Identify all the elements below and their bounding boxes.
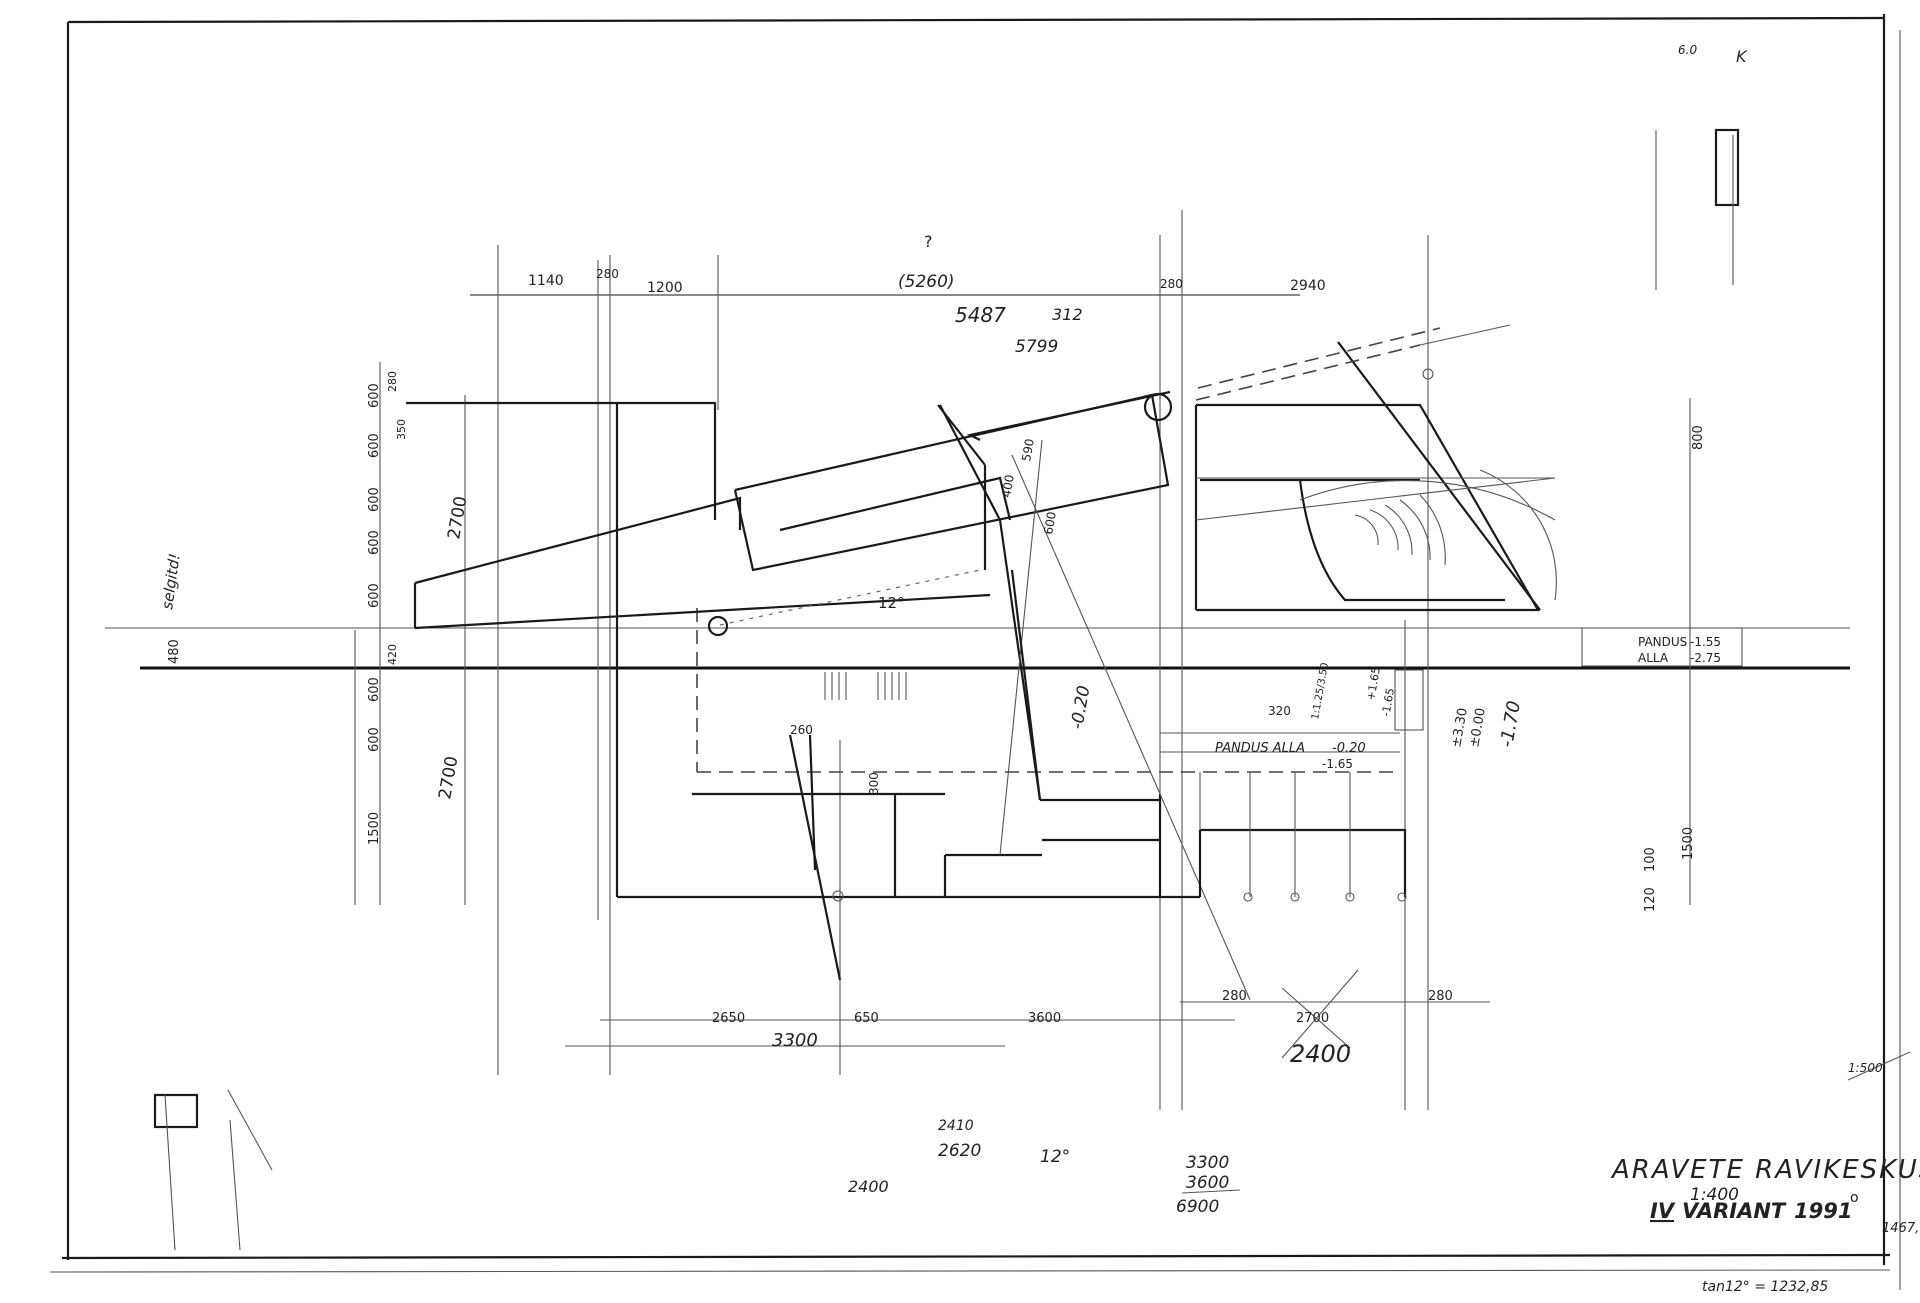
sheet-frame (49, 14, 1901, 1290)
ramp-down-text: PANDUS ALLA (1215, 741, 1305, 756)
level-b: -1.65 (1322, 757, 1353, 771)
dim-right-1: 800 (1691, 425, 1706, 450)
angle-1: 12° (878, 594, 905, 612)
dim-bottom-4: 280 (1222, 989, 1247, 1004)
dim-top-1: 1140 (528, 273, 564, 289)
stairs-symbol (824, 672, 907, 700)
diagonal-wing (733, 390, 1251, 1001)
variant-word: VARIANT (1682, 1199, 1787, 1223)
under-label: ALLA (1638, 651, 1669, 665)
dim-bottom-1: 2650 (712, 1011, 745, 1026)
ramp-value: -1.55 (1690, 635, 1721, 649)
dim-bottom-total: 3300 (772, 1030, 818, 1051)
column-markers (707, 368, 1434, 902)
dim-left-4: 600 (367, 530, 382, 555)
left-dimensions: 600 600 600 600 600 480 600 600 1500 270… (167, 371, 471, 845)
dim-left-big-1: 2700 (444, 495, 471, 541)
question-mark: ? (924, 232, 933, 251)
level-a: -0.20 (1067, 684, 1094, 731)
sum-d: 5799 (1015, 337, 1058, 357)
dim-left-6: 480 (167, 639, 182, 664)
stack-3: 6900 (1176, 1197, 1219, 1217)
dim-top-5: 2940 (1290, 278, 1326, 294)
top-dimensions: 1140 280 1200 280 2940 (528, 267, 1326, 296)
variant-numeral: IV (1650, 1199, 1676, 1223)
scale-note: 1:500 (1848, 1061, 1883, 1075)
drawing-scale: 1:400 (1690, 1185, 1739, 1205)
level-h: 1:1.25/3.50 (1310, 662, 1331, 721)
dim-left-5: 600 (367, 583, 382, 608)
under-value: -2.75 (1690, 651, 1721, 665)
dim-bottom-6: 280 (1428, 989, 1453, 1004)
top-right-a: 6.0 (1678, 43, 1697, 57)
dim-left-1: 600 (367, 383, 382, 408)
dim-left-small-1: 280 (386, 371, 399, 392)
top-right-b: K (1736, 47, 1748, 66)
calc-2b: 2620 (938, 1141, 981, 1161)
level-e: -1.65 (1379, 687, 1397, 717)
stack-1: 3300 (1186, 1153, 1229, 1173)
dim-left-3: 600 (367, 487, 382, 512)
dim-misc-2: 300 (867, 772, 881, 795)
dim-bottom-2: 650 (854, 1011, 879, 1026)
dim-right-2: 1500 (1681, 827, 1696, 860)
crossed-dimension (1281, 969, 1359, 1059)
note-left: selgitd! (158, 552, 184, 610)
level-f: ±3.30 (1449, 707, 1471, 749)
bottom-dimensions: 2650 650 3600 280 2700 280 3300 2400 (712, 989, 1453, 1068)
dim-inner-2: 400 (999, 474, 1017, 499)
dim-inner-1: 590 (1019, 438, 1037, 463)
dim-top-4: 280 (1160, 277, 1183, 291)
level-c: -1.70 (1496, 699, 1525, 749)
angle-2: 12° (1040, 1147, 1070, 1167)
grid-lines (105, 210, 1850, 1110)
dim-inner-3: 600 (1041, 511, 1059, 536)
dim-misc-3: 320 (1268, 704, 1291, 718)
dim-left-8: 600 (367, 727, 382, 752)
misc-notes: selgitd! 12° 12° 2400 2410 2620 3300 360… (158, 43, 1919, 1295)
right-building-block (1160, 324, 1557, 897)
dim-left-7: 600 (367, 677, 382, 702)
stack-2: 3600 (1186, 1173, 1229, 1193)
dim-right-3: 120 (1643, 887, 1658, 912)
title-block: ARAVETE RAVIKESKUS 1:400 IV VARIANT 1991… (1610, 1155, 1920, 1223)
left-building-block (406, 401, 1400, 899)
calc-2a: 2410 (938, 1118, 974, 1134)
inner-dimensions: 590 400 600 260 300 320 (790, 438, 1291, 795)
sum-a: (5260) (898, 272, 955, 292)
level-annotations: PANDUS -1.55 ALLA -2.75 PANDUS ALLA -0.2… (1067, 627, 1743, 771)
dim-misc-1: 260 (790, 723, 813, 737)
dim-left-2: 600 (367, 433, 382, 458)
right-dimensions: 800 1500 120 100 (1643, 425, 1706, 912)
level-d: +1.65 (1364, 666, 1383, 701)
dim-bottom-5: 2700 (1296, 1011, 1329, 1026)
calc-1: 2400 (848, 1177, 889, 1196)
degree-mark: o (1850, 1190, 1859, 1206)
dim-left-big-2: 2700 (435, 755, 462, 801)
project-name: ARAVETE RAVIKESKUS (1610, 1155, 1920, 1185)
dim-bottom-3: 3600 (1028, 1011, 1061, 1026)
ramp-label: PANDUS (1638, 635, 1687, 649)
sum-b: 5487 (955, 303, 1006, 327)
dim-left-small-3: 420 (386, 644, 399, 665)
dim-left-small-2: 350 (395, 419, 408, 440)
dim-right-4: 100 (1643, 847, 1658, 872)
dim-top-2: 280 (596, 267, 619, 281)
summation-note: ? (5260) 5487 312 5799 (898, 232, 1083, 357)
ramp-down-value: -0.20 (1332, 741, 1366, 756)
dim-left-9: 1500 (367, 812, 382, 845)
dim-top-3: 1200 (647, 280, 683, 296)
margin-sketches (153, 128, 1911, 1251)
variant-year: 1991 (1794, 1199, 1852, 1223)
dim-bottom-2400: 2400 (1290, 1040, 1351, 1068)
sum-c: 312 (1052, 305, 1083, 324)
level-g: ±0.00 (1467, 707, 1489, 749)
calc-bottom: tan12° = 1232,85 (1702, 1279, 1828, 1295)
corner-note: 1467, (1882, 1221, 1919, 1236)
